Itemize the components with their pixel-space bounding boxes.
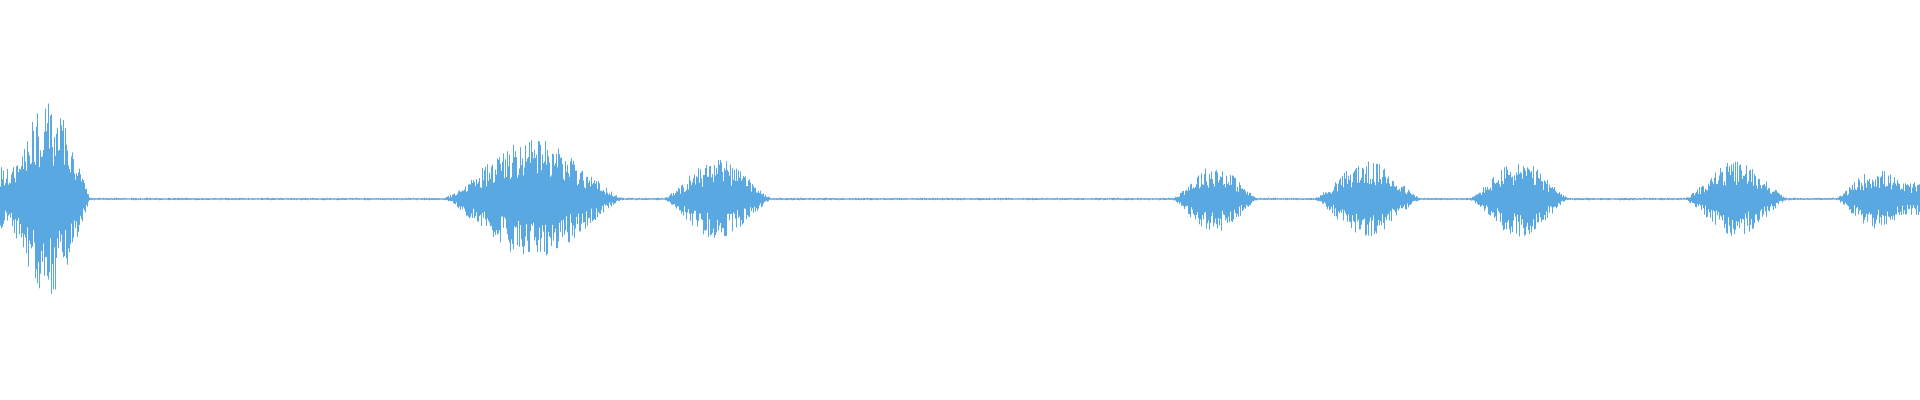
- waveform-path: [0, 103, 1920, 294]
- waveform-bars: [0, 103, 1920, 294]
